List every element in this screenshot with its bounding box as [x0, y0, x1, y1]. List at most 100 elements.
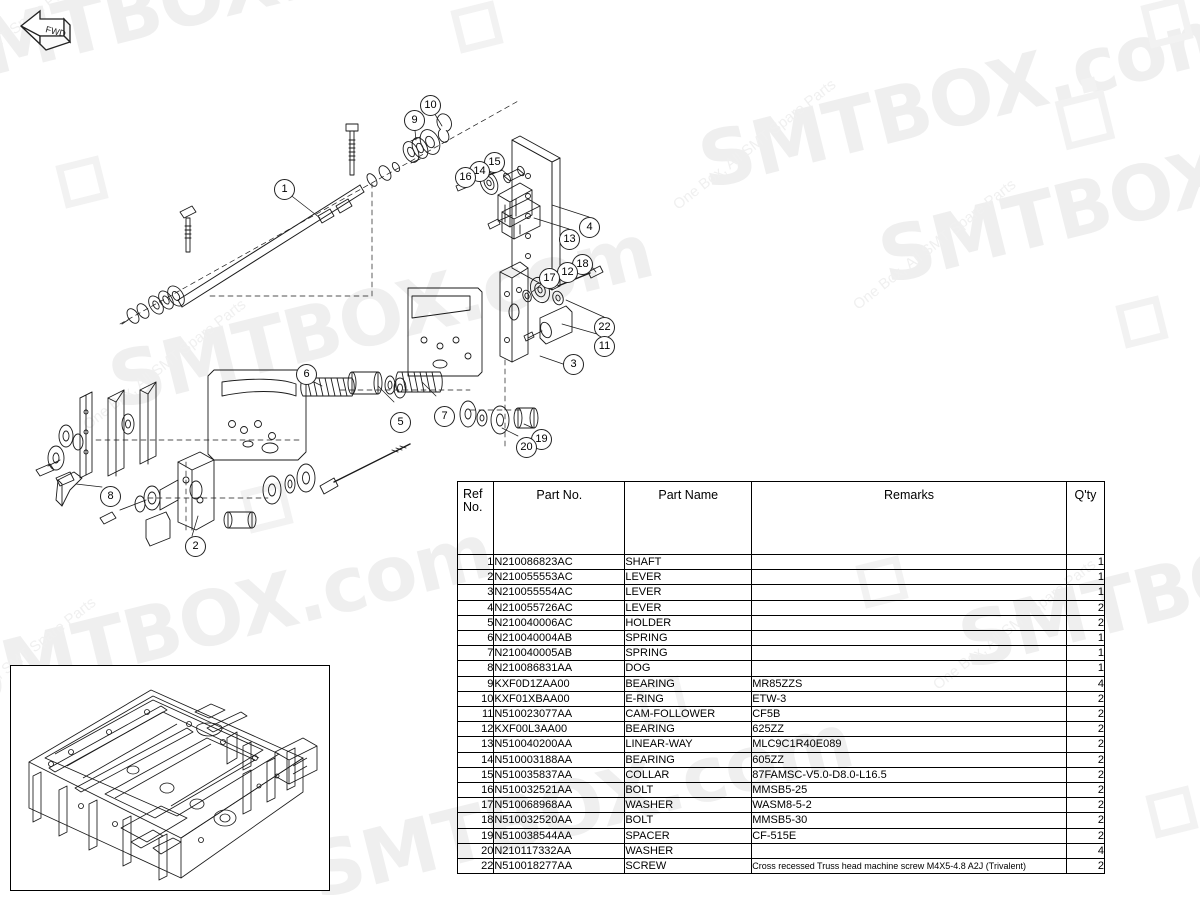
- cell-part-no: N210040006AC: [493, 614, 626, 632]
- cell-part-no: N210040005AB: [493, 645, 626, 662]
- cell-remarks: 87FAMSC-V5.0-D8.0-L16.5: [751, 766, 1067, 784]
- cell-qty: 2: [1065, 797, 1106, 814]
- callout-bubble: 13: [559, 229, 580, 250]
- cell-remarks: [751, 569, 1067, 586]
- cell-ref-no: 5: [456, 614, 495, 632]
- cell-part-no: N510032521AA: [493, 782, 626, 799]
- col-header-ref-line2: No.: [463, 500, 483, 514]
- col-header-remarks: Remarks: [751, 481, 1067, 555]
- table-header: Ref No. Part No. Part Name Remarks Q'ty: [456, 481, 1106, 555]
- cell-part-no: N210086831AA: [493, 660, 626, 677]
- cell-part-name: SPRING: [624, 645, 753, 662]
- cell-qty: 4: [1065, 675, 1106, 692]
- cell-part-no: N210040004AB: [493, 630, 626, 647]
- cell-part-name: BOLT: [624, 782, 753, 799]
- cell-ref-no: 9: [456, 675, 495, 692]
- cell-qty: 2: [1065, 751, 1106, 768]
- cell-qty: 1: [1065, 569, 1106, 586]
- cell-qty: 2: [1065, 690, 1106, 708]
- cell-ref-no: 14: [456, 751, 495, 768]
- cell-part-no: N210055726AC: [493, 599, 626, 616]
- cell-ref-no: 11: [456, 706, 495, 723]
- callout-bubble: 5: [390, 412, 411, 433]
- cell-qty: 2: [1065, 766, 1106, 784]
- cell-remarks: Cross recessed Truss head machine screw …: [751, 858, 1067, 875]
- cell-ref-no: 6: [456, 630, 495, 647]
- cell-remarks: [751, 630, 1067, 647]
- callout-bubble: 2: [185, 536, 206, 557]
- cell-ref-no: 3: [456, 584, 495, 601]
- cell-part-name: E-RING: [624, 690, 753, 708]
- cell-remarks: MR85ZZS: [751, 675, 1067, 692]
- cell-qty: 2: [1065, 812, 1106, 829]
- callout-bubble: 20: [516, 437, 537, 458]
- callout-bubble: 9: [404, 110, 425, 131]
- cell-part-name: SHAFT: [624, 553, 753, 571]
- cell-qty: 2: [1065, 782, 1106, 799]
- cell-ref-no: 12: [456, 721, 495, 738]
- callout-bubble: 3: [563, 354, 584, 375]
- cell-ref-no: 4: [456, 599, 495, 616]
- table-header-row: Ref No. Part No. Part Name Remarks Q'ty: [456, 481, 1106, 555]
- col-header-ref-no: Ref No.: [456, 481, 495, 555]
- cell-part-no: N210055554AC: [493, 584, 626, 601]
- cell-remarks: [751, 599, 1067, 616]
- cell-remarks: MLC9C1R40E089: [751, 736, 1067, 753]
- cell-qty: 1: [1065, 553, 1106, 571]
- cell-qty: 2: [1065, 736, 1106, 753]
- cell-ref-no: 13: [456, 736, 495, 753]
- assembly-overview-inset: [10, 665, 330, 891]
- cell-part-no: N510018277AA: [493, 858, 626, 875]
- cell-part-no: KXF01XBAA00: [493, 690, 626, 708]
- cell-part-name: LEVER: [624, 584, 753, 601]
- cell-qty: 4: [1065, 842, 1106, 860]
- cell-remarks: 605ZZ: [751, 751, 1067, 768]
- fwd-direction-arrow-icon: FWD: [20, 9, 72, 51]
- cell-part-name: SPACER: [624, 827, 753, 844]
- callout-bubble: 1: [274, 179, 295, 200]
- cell-qty: 1: [1065, 584, 1106, 601]
- cell-part-name: LEVER: [624, 569, 753, 586]
- cell-part-no: N210086823AC: [493, 553, 626, 571]
- cell-ref-no: 15: [456, 766, 495, 784]
- cell-part-name: HOLDER: [624, 614, 753, 632]
- cell-remarks: MMSB5-25: [751, 782, 1067, 799]
- callout-bubble: 22: [594, 317, 615, 338]
- cell-part-name: SCREW: [624, 858, 753, 875]
- cell-part-no: KXF0D1ZAA00: [493, 675, 626, 692]
- cell-part-no: N510035837AA: [493, 766, 626, 784]
- cell-part-name: WASHER: [624, 842, 753, 860]
- cell-ref-no: 20: [456, 842, 495, 860]
- cell-ref-no: 8: [456, 660, 495, 677]
- cell-ref-no: 22: [456, 858, 495, 875]
- cell-part-name: BOLT: [624, 812, 753, 829]
- col-header-part-name: Part Name: [624, 481, 753, 555]
- callout-bubble: 8: [100, 486, 121, 507]
- cell-part-no: N510040200AA: [493, 736, 626, 753]
- cell-part-name: DOG: [624, 660, 753, 677]
- cell-part-no: KXF00L3AA00: [493, 721, 626, 738]
- cell-remarks: 625ZZ: [751, 721, 1067, 738]
- cell-part-name: LEVER: [624, 599, 753, 616]
- cell-qty: 1: [1065, 645, 1106, 662]
- cell-part-name: BEARING: [624, 751, 753, 768]
- cell-part-name: BEARING: [624, 721, 753, 738]
- cell-qty: 1: [1065, 660, 1106, 677]
- cell-ref-no: 2: [456, 569, 495, 586]
- cell-qty: 2: [1065, 721, 1106, 738]
